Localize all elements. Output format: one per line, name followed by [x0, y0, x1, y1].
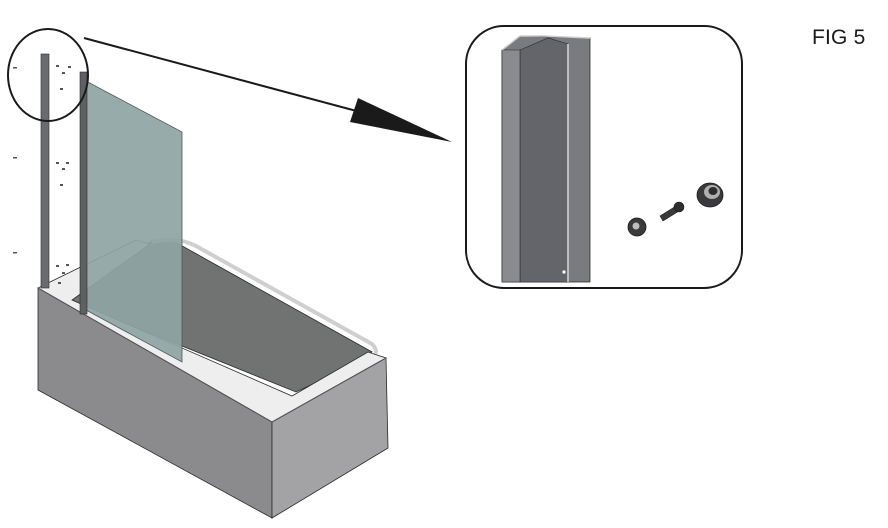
fixing-marks-bottom — [13, 252, 69, 284]
spacer-hole — [632, 222, 640, 230]
fixing-marks-middle — [13, 157, 69, 186]
callout-arrowhead — [350, 98, 452, 142]
inset-spacer — [627, 217, 647, 237]
inset-screw — [659, 201, 685, 222]
detail-inset — [465, 25, 743, 289]
detail-callout-circle — [7, 28, 89, 122]
panel-profile — [79, 71, 88, 315]
profile-top-edge — [501, 35, 591, 51]
wall-profile-bar — [40, 53, 50, 289]
sleeve-bore — [708, 187, 718, 195]
screw-head — [673, 201, 685, 213]
glass-screen — [79, 71, 183, 363]
profile-channel — [519, 37, 569, 283]
wall-fixing-marks — [13, 65, 71, 284]
wall-profile — [40, 53, 50, 289]
profile-front-face — [501, 49, 521, 283]
bath-rim-edge — [37, 287, 387, 423]
inset-wall-profile — [501, 35, 591, 283]
profile-hole — [562, 270, 566, 274]
inset-sleeve — [696, 182, 724, 208]
fixing-marks-top — [13, 65, 71, 90]
figure-label: FIG 5 — [812, 26, 866, 49]
